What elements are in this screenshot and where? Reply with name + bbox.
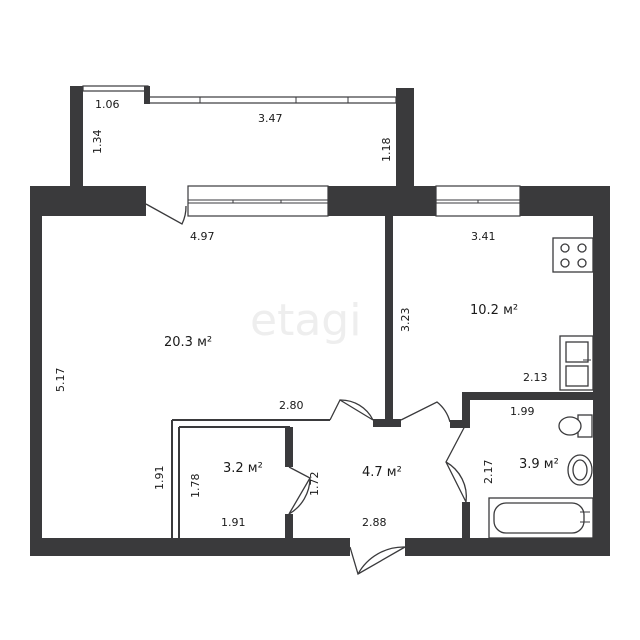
kitchen-sink [559, 335, 594, 391]
stove [552, 237, 594, 273]
kitchen-counter-label: 2.13 [523, 371, 548, 384]
kitchen-width-label: 3.41 [471, 230, 496, 243]
balcony-door [145, 203, 187, 225]
living-height-label: 5.17 [54, 368, 67, 393]
bathtub [488, 497, 594, 539]
bathroom-width-label: 1.99 [510, 405, 535, 418]
balcony-side-glazing [82, 85, 149, 92]
living-partition-label: 2.80 [279, 399, 304, 412]
storage-door [288, 466, 311, 515]
bathroom-door [445, 423, 467, 503]
bathroom-area-label: 3.9 м² [519, 457, 559, 472]
bathroom-sink [567, 454, 593, 486]
balcony-wall-right [396, 88, 414, 192]
balcony [70, 85, 414, 192]
balcony-depth-right-label: 1.18 [380, 138, 393, 163]
balcony-glazing [147, 96, 397, 104]
storage-area-label: 3.2 м² [223, 461, 263, 476]
entrance-door [349, 546, 406, 575]
storage-door-label: 1.72 [308, 472, 321, 497]
watermark: etagi [250, 295, 361, 346]
hall-door-kitchen [400, 401, 451, 423]
balcony-wall-left [70, 86, 83, 192]
balcony-post [144, 86, 150, 104]
storage-height-label: 1.78 [189, 474, 202, 499]
balcony-depth-left-label: 1.34 [91, 130, 104, 155]
kitchen-height-label: 3.23 [399, 308, 412, 333]
interior-walls [171, 216, 593, 538]
bathroom-height-label: 2.17 [482, 460, 495, 485]
kitchen-area-label: 10.2 м² [470, 303, 518, 318]
outer-walls [30, 186, 610, 556]
living-width-label: 4.97 [190, 230, 215, 243]
hall-width-label: 2.88 [362, 516, 387, 529]
toilet [558, 414, 593, 438]
living-area-label: 20.3 м² [164, 335, 212, 350]
living-window [187, 185, 329, 217]
balcony-side-label: 1.06 [95, 98, 120, 111]
kitchen-window [435, 185, 521, 217]
balcony-length-label: 3.47 [258, 112, 283, 125]
hall-door-living [329, 399, 374, 421]
storage-width-label: 1.91 [221, 516, 246, 529]
hall-area-label: 4.7 м² [362, 465, 402, 480]
living-lower-label: 1.91 [153, 466, 166, 491]
